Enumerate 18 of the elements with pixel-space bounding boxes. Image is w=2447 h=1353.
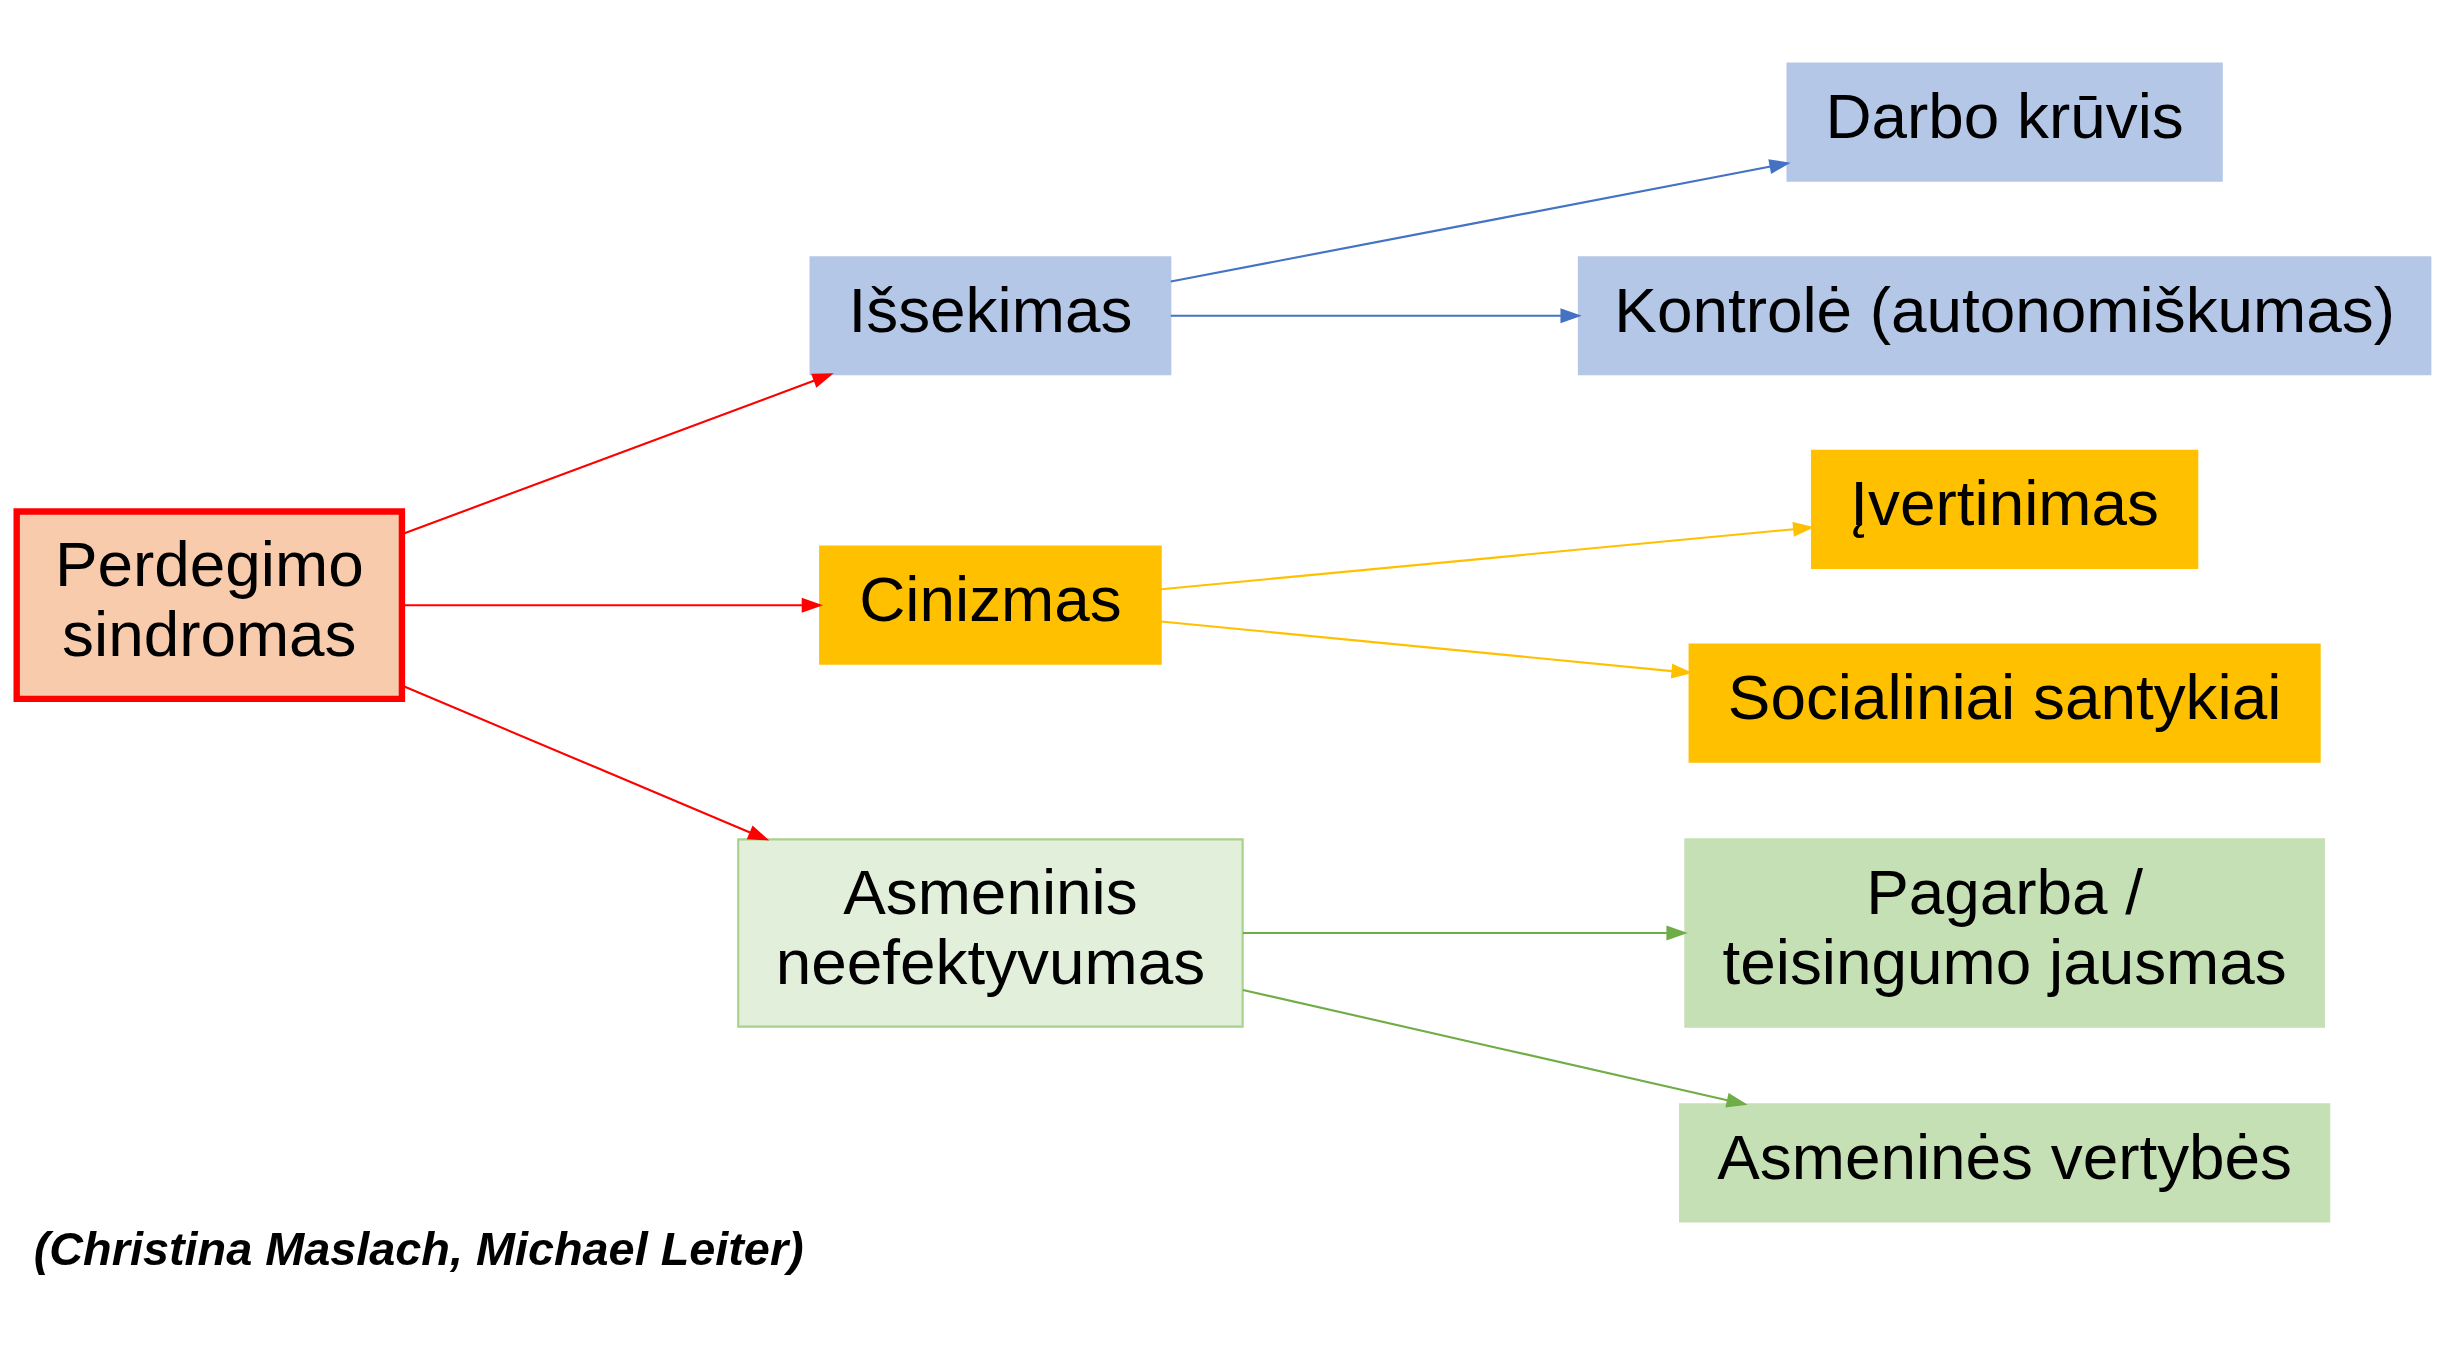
arrow bbox=[402, 373, 834, 535]
node-box: Įvertinimas bbox=[1810, 449, 2199, 569]
node-box: Cinizmas bbox=[819, 545, 1162, 665]
node-box: Socialiniai santykiai bbox=[1688, 643, 2321, 763]
arrow bbox=[402, 684, 770, 841]
node-box: Asmeninės vertybės bbox=[1679, 1103, 2331, 1223]
node-box: Pagarba / teisingumo jausmas bbox=[1684, 838, 2325, 1028]
arrow bbox=[1242, 925, 1688, 941]
arrow bbox=[1170, 308, 1582, 324]
node-box: Darbo krūvis bbox=[1786, 62, 2223, 182]
node-box: Kontrolė (autonomiškumas) bbox=[1577, 256, 2432, 376]
caption: (Christina Maslach, Michael Leiter) bbox=[33, 1223, 804, 1276]
arrow bbox=[1170, 159, 1791, 283]
arrow bbox=[402, 597, 824, 613]
node-box: Perdegimo sindromas bbox=[13, 508, 406, 703]
node-box: Išsekimas bbox=[809, 256, 1172, 376]
node-box: Asmeninis neefektyvumas bbox=[737, 838, 1244, 1028]
arrow bbox=[1242, 988, 1748, 1108]
